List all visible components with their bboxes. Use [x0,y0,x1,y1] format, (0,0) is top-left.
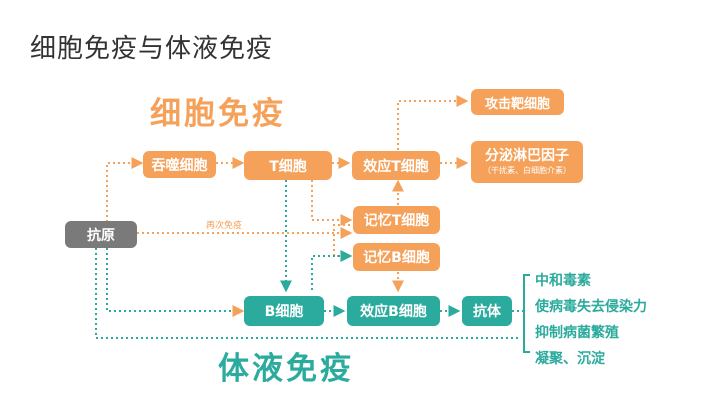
node-effector-t: 效应T细胞 [352,151,440,180]
node-phagocyte: 吞噬细胞 [143,151,216,178]
node-antigen: 抗原 [65,221,137,248]
line-antigen-effects [95,248,518,339]
node-effector-b: 效应B细胞 [347,296,440,326]
effects-bracket [523,274,530,353]
node-secrete-factor: 分泌淋巴因子 （干扰素、白细胞介素） [471,141,583,183]
arrow-antigen-bcell [106,248,245,317]
arrow-antigen-phagocyte [106,157,144,222]
node-attack-target: 攻击靶细胞 [471,89,564,115]
node-memory-t: 记忆T细胞 [353,206,440,234]
secrete-factor-main: 分泌淋巴因子 [485,148,569,165]
arrow-tcell-memoryt [311,180,353,226]
node-b-cell: B细胞 [244,296,324,326]
page-title: 细胞免疫与体液免疫 [30,34,274,64]
effect-item: 抑制病菌繁殖 [535,325,619,341]
node-memory-b: 记忆B细胞 [353,243,440,271]
node-antibody: 抗体 [462,296,512,326]
effect-item: 中和毒素 [535,273,591,289]
humoral-immunity-label: 体液免疫 [218,351,354,387]
cell-immunity-label: 细胞免疫 [150,96,286,132]
arrow-effectort-attack [397,95,469,150]
antibody-effects-list: 中和毒素 使病毒失去侵染力 抑制病菌繁殖 凝聚、沉淀 [535,268,647,372]
node-t-cell: T细胞 [244,151,332,180]
secrete-factor-sub: （干扰素、白细胞介素） [483,166,571,176]
secondary-immunity-note: 再次免疫 [206,221,243,231]
effect-item: 使病毒失去侵染力 [535,299,647,315]
memory-bracket [333,224,350,257]
effect-item: 凝聚、沉淀 [535,351,605,367]
arrow-bcell-memoryb [311,250,353,290]
